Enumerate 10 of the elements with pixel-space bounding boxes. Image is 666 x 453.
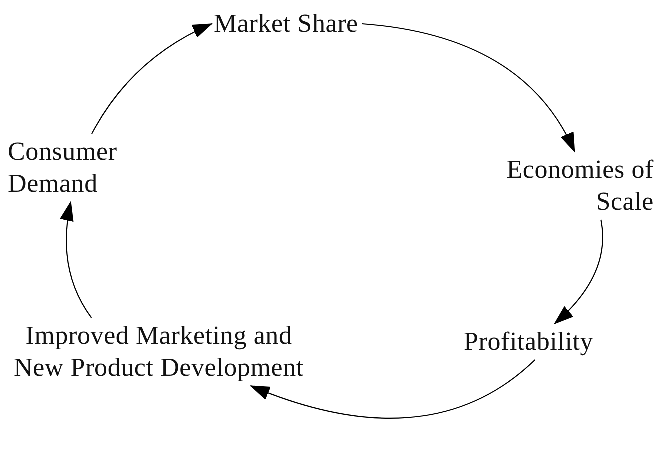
node-label: Consumer Demand [8, 136, 148, 200]
node-label: Market Share [214, 8, 358, 40]
arrow [554, 220, 604, 325]
node-label: Profitability [464, 326, 594, 358]
arrow [362, 23, 576, 153]
arrow [92, 24, 213, 134]
arrow [60, 201, 92, 318]
node-label: Economies of Scale [478, 154, 654, 218]
node-label: Improved Marketing and New Product Development [6, 320, 312, 384]
arrow [250, 360, 536, 419]
